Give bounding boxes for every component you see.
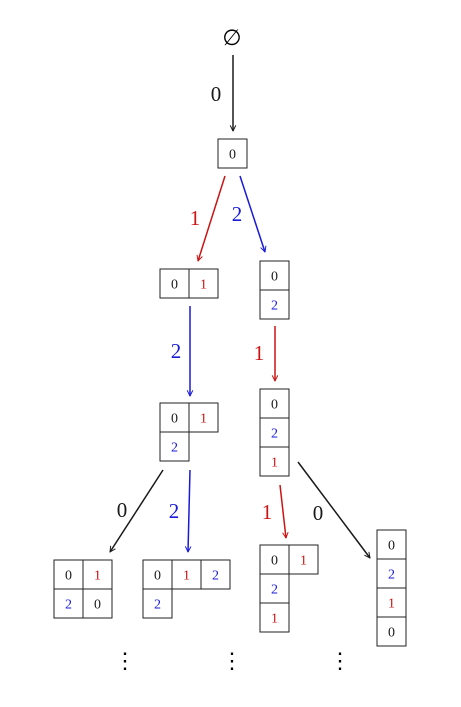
tableau-cell	[188, 402, 219, 433]
tableau-cell-value: 2	[154, 598, 161, 613]
tableau-cell	[82, 588, 113, 619]
tableau-cell	[259, 446, 290, 477]
tableau-cell-value: 0	[171, 278, 178, 293]
edge-label-e-n4-n8: 0	[313, 501, 324, 525]
edge-label-e-n0-n1: 1	[190, 206, 201, 230]
tableau-cell-value: 1	[94, 569, 101, 584]
tableau-cell-value: 0	[388, 626, 395, 641]
tableau-cell	[159, 268, 190, 299]
tableau-cell-value: 1	[300, 554, 307, 569]
tableau-cell	[259, 417, 290, 448]
tableau-cell-value: 1	[183, 569, 190, 584]
tableau-cell-value: 1	[200, 278, 207, 293]
tableau-node-n0: 0	[217, 138, 248, 169]
tableau-cell-value: 2	[271, 583, 278, 598]
edge-arrow-e-n0-n1	[198, 175, 226, 261]
tableau-cell	[53, 559, 84, 590]
tableau-cell	[142, 588, 173, 619]
tableau-cell-value: 2	[271, 427, 278, 442]
edge-arrow-e-n0-n2	[239, 175, 265, 252]
edge-label-e-root-n0: 0	[211, 82, 222, 106]
edge-arrow-e-n3-n5	[109, 469, 164, 552]
tableau-cell-value: 0	[154, 569, 161, 584]
tableau-cell	[259, 388, 290, 419]
root-empty-set: ∅	[222, 26, 241, 51]
tableau-cell-value: 2	[271, 299, 278, 314]
edge-label-e-n1-n3: 2	[171, 339, 182, 363]
tableau-cell	[159, 402, 190, 433]
tableau-cell-value: 2	[212, 569, 219, 584]
tableau-node-n6: 0 1 2 2	[142, 559, 231, 619]
edge-label-e-n4-n7: 1	[262, 500, 273, 524]
tableau-cell	[288, 544, 319, 575]
tableau-cell-value: 0	[388, 539, 395, 554]
edge-label-e-n2-n4: 1	[254, 341, 265, 365]
tableau-cell-value: 0	[171, 412, 178, 427]
tableau-cell	[376, 587, 407, 618]
continuation-dots-middle: ⋮	[221, 649, 243, 674]
edge-arrow-e-n3-n6	[188, 469, 190, 552]
tableau-node-n2: 02	[259, 260, 290, 320]
continuation-dots-left: ⋮	[114, 649, 136, 674]
tableau-cell-value: 0	[271, 398, 278, 413]
tableau-cell-value: 1	[200, 412, 207, 427]
tableau-cell	[376, 616, 407, 647]
tableau-cell	[217, 138, 248, 169]
continuation-dots-right: ⋮	[329, 649, 351, 674]
tableau-cell	[259, 573, 290, 604]
tableau-node-n4: 0 2 1	[259, 388, 290, 477]
edge-label-e-n3-n5: 0	[117, 498, 128, 522]
edge-label-e-n3-n6: 2	[169, 499, 180, 523]
tableau-cell-value: 2	[65, 598, 72, 613]
tableau-node-n8: 0 2 1 0	[376, 529, 407, 647]
tableau-cell	[259, 602, 290, 633]
tableau-cell-value: 2	[171, 441, 178, 456]
tableau-node-n7: 0 1 2 1	[259, 544, 319, 633]
tableau-cell-value: 0	[229, 148, 236, 163]
tableau-node-n3: 0 1 2	[159, 402, 219, 462]
tableau-cell	[376, 529, 407, 560]
tableau-cell-value: 0	[271, 270, 278, 285]
tableau-cell	[159, 431, 190, 462]
tableau-cell	[188, 268, 219, 299]
tableau-cell-value: 0	[94, 598, 101, 613]
tableau-cell	[200, 559, 231, 590]
tableau-cell-value: 1	[271, 612, 278, 627]
edge-label-e-n0-n2: 2	[232, 202, 243, 226]
tableau-cell-value: 1	[388, 597, 395, 612]
tableau-cell-value: 0	[271, 554, 278, 569]
edge-arrow-e-n4-n7	[279, 484, 286, 538]
tableau-node-n5: 0 1 2 0	[53, 559, 113, 619]
tableau-cell	[259, 289, 290, 320]
tableau-cell-value: 1	[271, 456, 278, 471]
tableau-cell-value: 2	[388, 568, 395, 583]
edge-arrow-e-n4-n8	[297, 461, 370, 558]
tableau-cell-value: 0	[65, 569, 72, 584]
